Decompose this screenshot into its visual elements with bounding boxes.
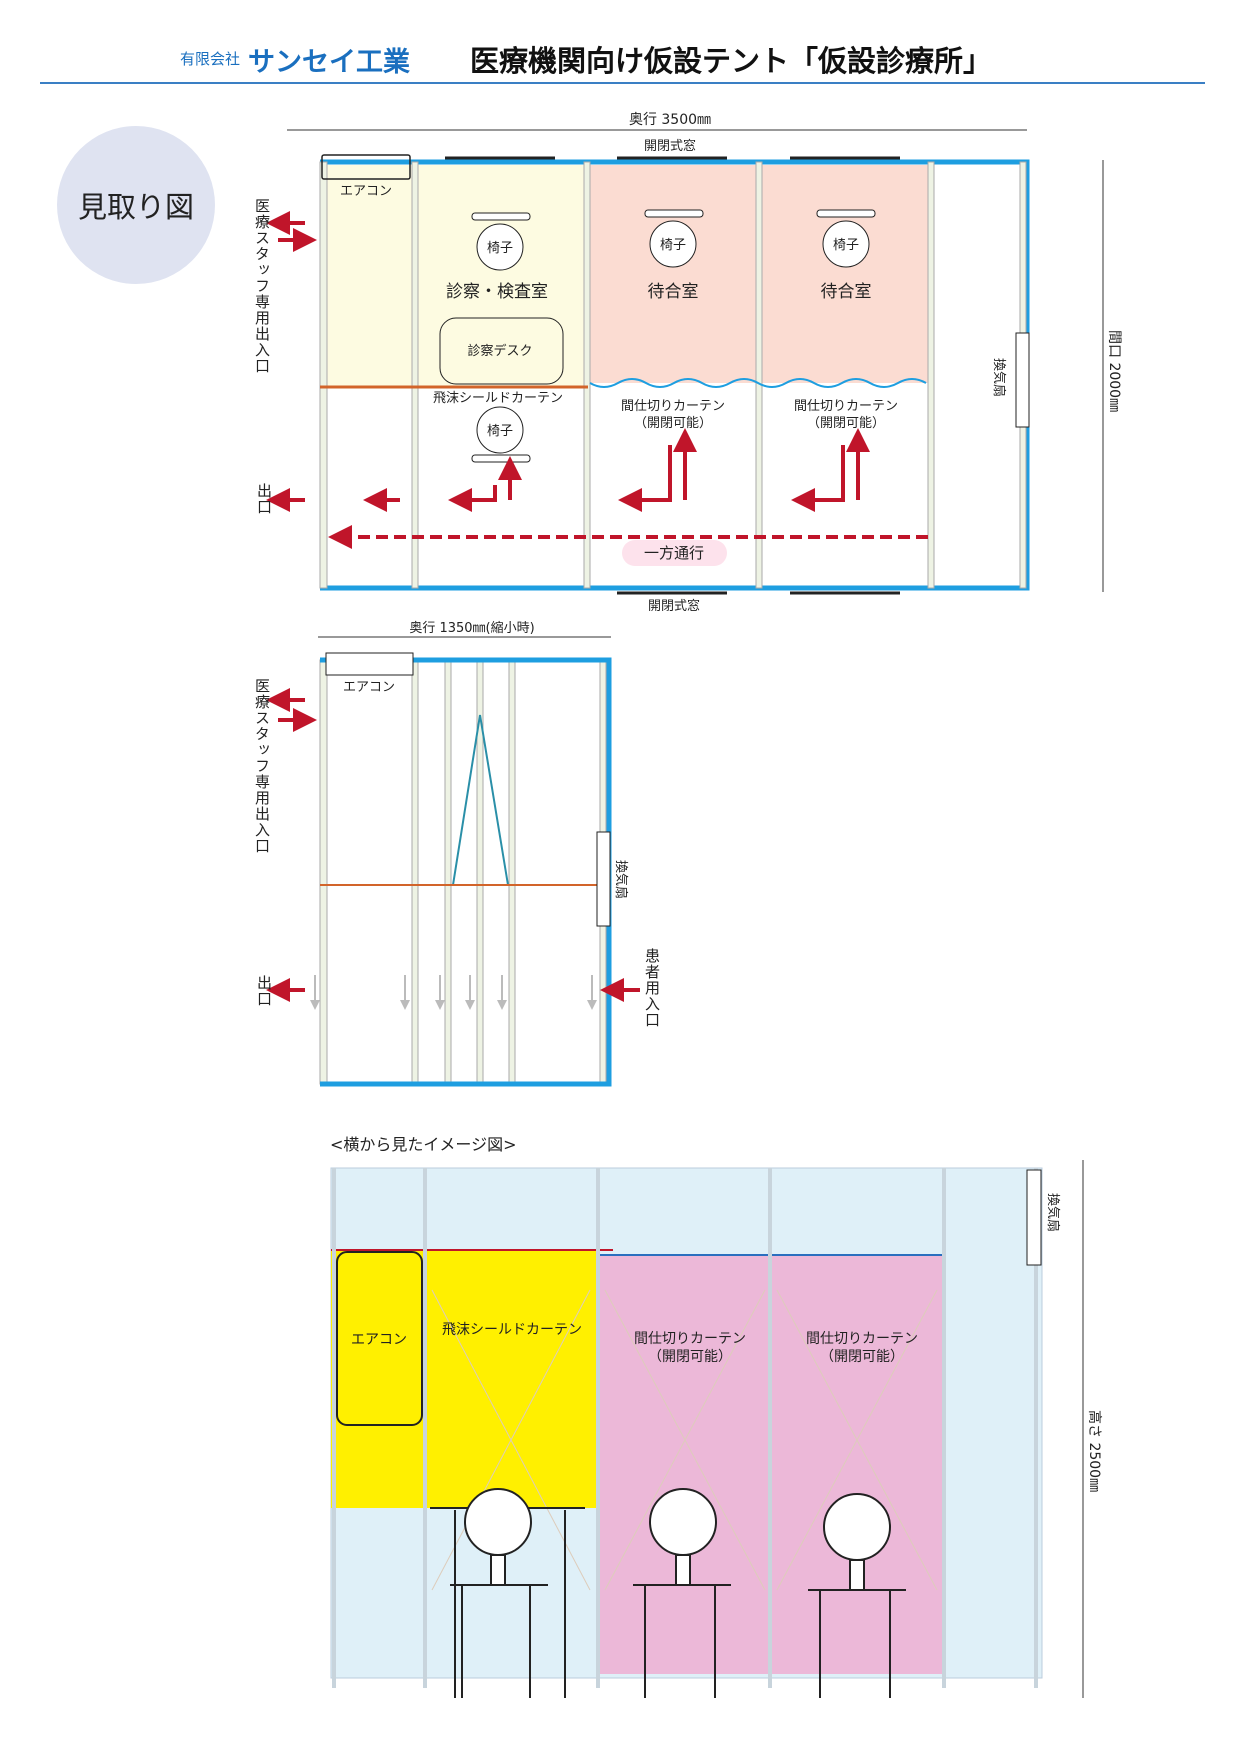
side-aircon bbox=[336, 1251, 423, 1426]
compact-exit-label: 出口 bbox=[255, 975, 273, 1007]
one-way-label: 一方通行 bbox=[644, 544, 704, 562]
window-bottom-label: 開閉式窓 bbox=[648, 598, 700, 614]
side-partition-note: （開閉可能） bbox=[648, 1349, 732, 1365]
partition-label: 間仕切りカーテン bbox=[621, 399, 725, 414]
compact-staff-entrance-label: 医療スタッフ専用出入口 bbox=[253, 678, 271, 854]
room-waiting-2: 椅子 待合室 間仕切りカーテン （開閉可能） bbox=[794, 209, 898, 431]
room-name: 診察・検査室 bbox=[446, 282, 548, 302]
patient-chair-label: 椅子 bbox=[487, 424, 513, 439]
staff-entrance-label: 医療スタッフ専用出入口 bbox=[253, 198, 271, 374]
compact-aircon-label: エアコン bbox=[343, 680, 395, 695]
compact-depth-label: 奥行 1350㎜(縮小時) bbox=[409, 620, 534, 636]
depth-label: 奥行 3500㎜ bbox=[629, 111, 711, 128]
side-fan-label: 換気扇 bbox=[1045, 1193, 1061, 1232]
chair-label: 椅子 bbox=[660, 238, 686, 253]
chair-label: 椅子 bbox=[487, 241, 513, 256]
partition-curtain-line bbox=[589, 378, 927, 388]
shield-curtain-label: 飛沫シールドカーテン bbox=[433, 391, 563, 406]
side-partition-label: 間仕切りカーテン bbox=[634, 1331, 746, 1347]
exam-desk bbox=[439, 317, 564, 385]
exit-label: 出口 bbox=[255, 483, 273, 515]
fan-label: 換気扇 bbox=[991, 358, 1007, 397]
partition-note: （開閉可能） bbox=[634, 416, 712, 431]
side-shield-label: 飛沫シールドカーテン bbox=[442, 1322, 582, 1338]
room-name: 待合室 bbox=[821, 282, 872, 302]
compact-floor-plan: 奥行 1350㎜(縮小時) エアコン 換気扇 bbox=[266, 620, 640, 1087]
side-aircon-label: エアコン bbox=[351, 1332, 407, 1348]
company-prefix: 有限会社 bbox=[180, 50, 241, 68]
side-partition-label: 間仕切りカーテン bbox=[806, 1331, 918, 1347]
patient-entrance-label: 患者用入口 bbox=[643, 948, 661, 1028]
company-brand: サンセイ工業 bbox=[248, 47, 410, 78]
full-floor-plan: 奥行 3500㎜ 開閉式窓 間口 2000㎜ エアコン 換気扇 椅子 診察・検査… bbox=[266, 111, 1122, 614]
ventilation-fan bbox=[1015, 332, 1030, 428]
room-name: 待合室 bbox=[648, 282, 699, 302]
partition-label: 間仕切りカーテン bbox=[794, 399, 898, 414]
aircon-label: エアコン bbox=[340, 184, 392, 199]
one-way-pill bbox=[622, 540, 727, 566]
room-waiting-1: 椅子 待合室 間仕切りカーテン （開閉可能） bbox=[621, 209, 725, 431]
side-view-title: <横から見たイメージ図> bbox=[330, 1135, 517, 1154]
chair-icon bbox=[476, 223, 524, 271]
chair-icon bbox=[649, 220, 697, 268]
chair-icon bbox=[822, 220, 870, 268]
compact-fan-label: 換気扇 bbox=[613, 860, 629, 899]
aircon-unit bbox=[321, 154, 411, 180]
page-title: 医療機関向け仮設テント「仮設診療所」 bbox=[470, 44, 993, 78]
window-top-label: 開閉式窓 bbox=[644, 138, 696, 154]
side-view: <横から見たイメージ図> エアコン 飛沫シールドカーテン 間仕切りカーテン （開… bbox=[330, 1135, 1103, 1698]
flow-arrow-icons bbox=[266, 211, 870, 512]
side-partition-note: （開閉可能） bbox=[820, 1349, 904, 1365]
chair-label: 椅子 bbox=[833, 238, 859, 253]
side-chairs bbox=[430, 1488, 906, 1698]
partition-note: （開閉可能） bbox=[807, 416, 885, 431]
badge-label: 見取り図 bbox=[77, 190, 194, 224]
height-label: 高さ 2500㎜ bbox=[1086, 1410, 1103, 1492]
header-divider bbox=[40, 82, 1205, 84]
room-exam: 椅子 診察・検査室 診察デスク 飛沫シールドカーテン 椅子 bbox=[433, 212, 564, 463]
floor-plan-badge: 見取り図 bbox=[57, 126, 215, 284]
chair-icon bbox=[476, 406, 524, 454]
width-label: 間口 2000㎜ bbox=[1106, 330, 1122, 412]
desk-label: 診察デスク bbox=[467, 343, 532, 359]
